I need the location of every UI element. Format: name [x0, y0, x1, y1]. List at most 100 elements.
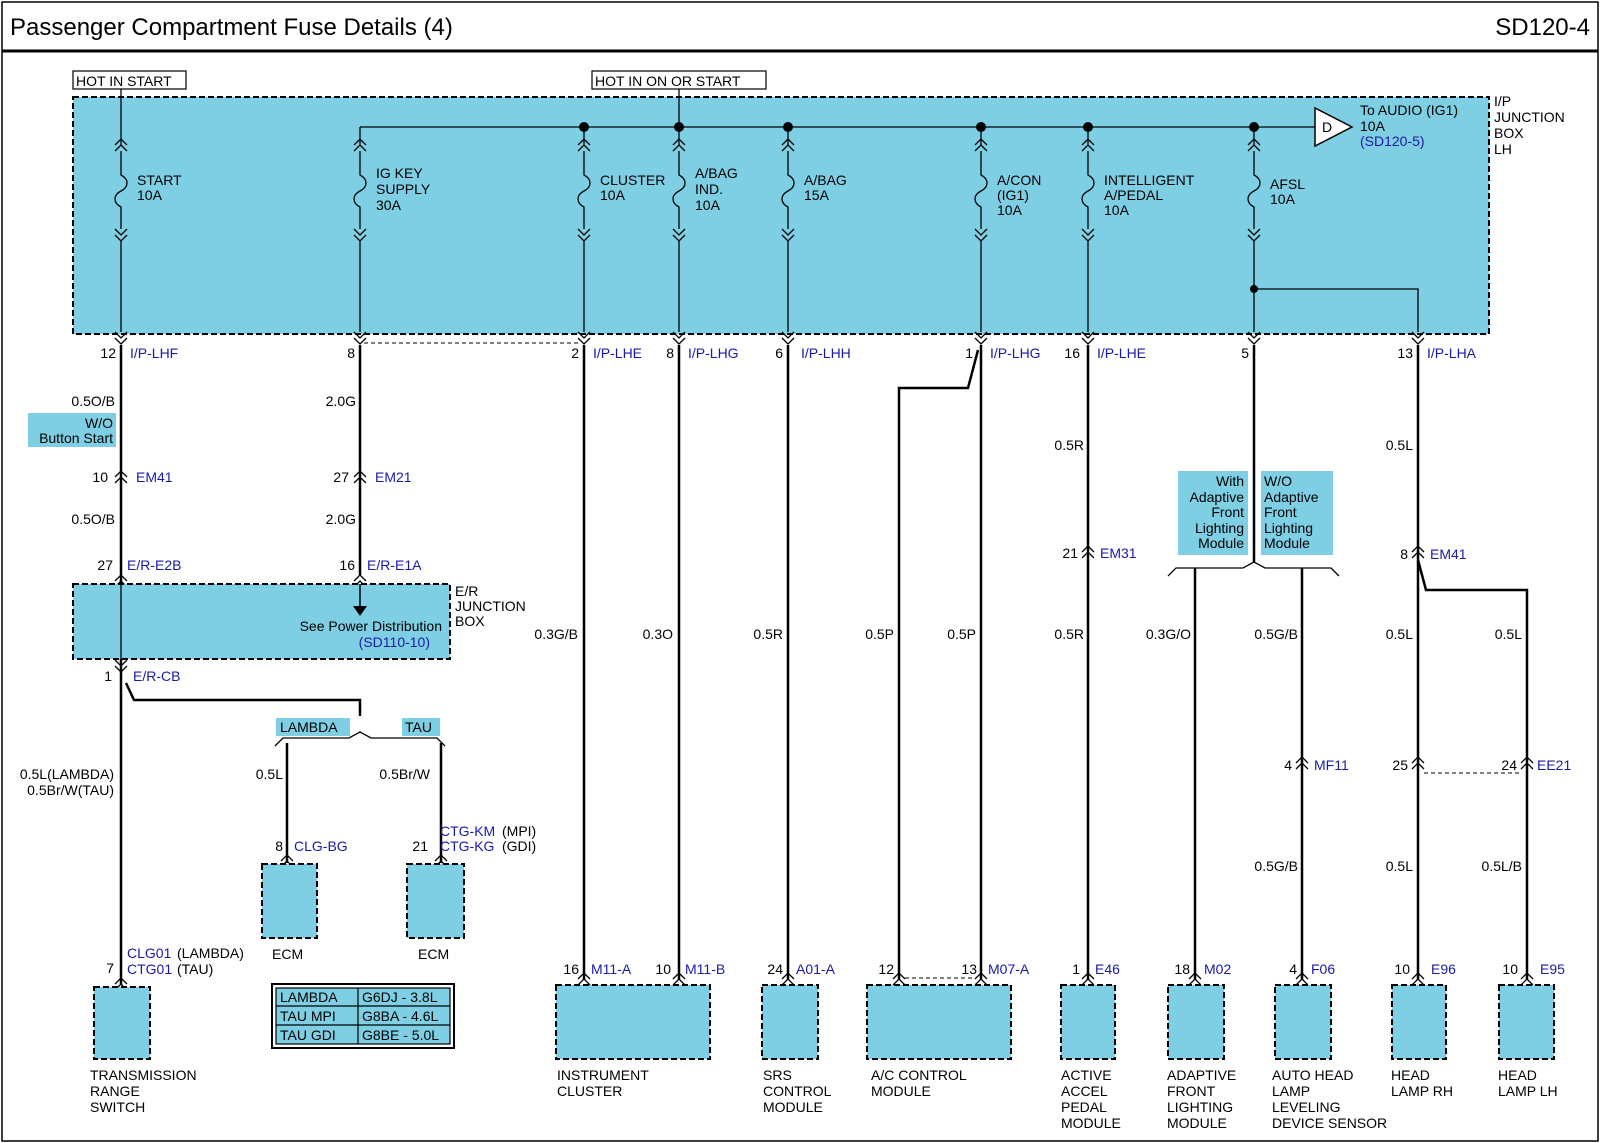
- head-lamp-rh: [1391, 984, 1447, 1060]
- svg-text:CTG-KM: CTG-KM: [440, 823, 495, 839]
- audio-ref-link[interactable]: (SD120-5): [1360, 133, 1425, 149]
- hot-on-start-label: HOT IN ON OR START: [595, 73, 741, 89]
- svg-text:To AUDIO (IG1): To AUDIO (IG1): [1360, 102, 1458, 118]
- svg-text:6: 6: [775, 345, 783, 361]
- hot-start-box: [72, 70, 187, 90]
- svg-text:E96: E96: [1431, 961, 1456, 977]
- svg-text:CTG01: CTG01: [127, 961, 172, 977]
- svg-text:0.5P: 0.5P: [947, 626, 976, 642]
- svg-text:12: 12: [878, 961, 894, 977]
- svg-text:LAMBDA: LAMBDA: [280, 719, 338, 735]
- svg-text:F06: F06: [1311, 961, 1335, 977]
- svg-text:E/R-E1A: E/R-E1A: [367, 557, 422, 573]
- transmission-range-switch: [93, 986, 151, 1060]
- svg-text:CLG01: CLG01: [127, 945, 172, 961]
- svg-text:Button Start: Button Start: [39, 430, 113, 446]
- svg-text:I/P-LHA: I/P-LHA: [1427, 345, 1477, 361]
- engine-table-cell: LAMBDA: [280, 989, 338, 1005]
- svg-text:LH: LH: [1494, 141, 1512, 157]
- ac-control-module: [866, 984, 1012, 1060]
- svg-text:E/R-E2B: E/R-E2B: [127, 557, 181, 573]
- svg-text:AFSL: AFSL: [1270, 176, 1305, 192]
- svg-text:25: 25: [1392, 757, 1408, 773]
- svg-text:EM41: EM41: [136, 469, 173, 485]
- svg-text:10: 10: [1394, 961, 1410, 977]
- engine-table-cell: G8BE - 5.0L: [362, 1027, 439, 1043]
- svg-text:10: 10: [92, 469, 108, 485]
- option-lambda: LAMBDA: [276, 718, 350, 736]
- ecm-lambda: [261, 863, 318, 939]
- svg-text:SRS: SRS: [763, 1067, 792, 1083]
- svg-text:A/BAG: A/BAG: [804, 172, 847, 188]
- svg-text:10: 10: [655, 961, 671, 977]
- svg-text:A/C CONTROL: A/C CONTROL: [871, 1067, 967, 1083]
- svg-text:PEDAL: PEDAL: [1061, 1099, 1107, 1115]
- svg-text:0.5L: 0.5L: [1386, 437, 1413, 453]
- svg-text:0.5L/B: 0.5L/B: [1482, 858, 1522, 874]
- er-box-ref-link[interactable]: (SD110-10): [359, 634, 430, 650]
- svg-text:CLG-BG: CLG-BG: [294, 838, 348, 854]
- svg-text:18: 18: [1174, 961, 1190, 977]
- svg-text:2.0G: 2.0G: [326, 393, 356, 409]
- wires: [119, 345, 1529, 985]
- svg-text:0.5L: 0.5L: [1386, 858, 1413, 874]
- svg-text:INSTRUMENT: INSTRUMENT: [557, 1067, 649, 1083]
- svg-text:I/P: I/P: [1494, 93, 1511, 109]
- option-wo-afls: W/O Adaptive Front Lighting Module: [1261, 471, 1333, 555]
- svg-text:Adaptive: Adaptive: [1190, 489, 1245, 505]
- svg-text:BOX: BOX: [455, 613, 485, 629]
- ip-junction-box: [72, 96, 1490, 335]
- svg-text:10A: 10A: [600, 187, 626, 203]
- instrument-cluster: [555, 984, 711, 1060]
- svg-text:MF11: MF11: [1314, 757, 1349, 773]
- engine-table: LAMBDA G6DJ - 3.8L TAU MPI G8BA - 4.6L T…: [271, 983, 455, 1049]
- svg-text:4: 4: [1289, 961, 1297, 977]
- svg-text:0.5Br/W: 0.5Br/W: [379, 766, 430, 782]
- svg-text:8: 8: [347, 345, 355, 361]
- svg-text:LAMP RH: LAMP RH: [1391, 1083, 1453, 1099]
- svg-text:ACTIVE: ACTIVE: [1061, 1067, 1112, 1083]
- svg-text:A01-A: A01-A: [796, 961, 836, 977]
- svg-text:START: START: [137, 172, 182, 188]
- svg-text:0.5R: 0.5R: [1054, 626, 1084, 642]
- svg-text:10A: 10A: [1360, 118, 1386, 134]
- option-wo-button-start: W/O Button Start: [28, 413, 116, 447]
- svg-text:CTG-KG: CTG-KG: [440, 838, 494, 854]
- svg-text:24: 24: [767, 961, 783, 977]
- hot-start-label: HOT IN START: [76, 73, 172, 89]
- svg-text:ECM: ECM: [418, 946, 449, 962]
- page-title: Passenger Compartment Fuse Details (4): [10, 14, 453, 41]
- svg-text:FRONT: FRONT: [1167, 1083, 1216, 1099]
- svg-text:10: 10: [1502, 961, 1518, 977]
- svg-text:A/CON: A/CON: [997, 172, 1041, 188]
- engine-table-cell: TAU MPI: [280, 1008, 336, 1024]
- svg-text:Front: Front: [1264, 504, 1297, 520]
- svg-text:0.5R: 0.5R: [753, 626, 783, 642]
- svg-text:10A: 10A: [137, 187, 163, 203]
- adaptive-front-lighting-module: [1167, 984, 1225, 1060]
- svg-text:I/P-LHE: I/P-LHE: [593, 345, 642, 361]
- svg-text:2.0G: 2.0G: [326, 511, 356, 527]
- svg-text:10A: 10A: [695, 197, 721, 213]
- svg-text:EM41: EM41: [1430, 546, 1467, 562]
- svg-text:0.5Br/W(TAU): 0.5Br/W(TAU): [27, 782, 114, 798]
- engine-table-cell: G8BA - 4.6L: [362, 1008, 438, 1024]
- svg-text:0.5L(LAMBDA): 0.5L(LAMBDA): [20, 766, 114, 782]
- svg-text:HEAD: HEAD: [1391, 1067, 1430, 1083]
- svg-text:0.5L: 0.5L: [256, 766, 283, 782]
- svg-text:ACCEL: ACCEL: [1061, 1083, 1108, 1099]
- page-code: SD120-4: [1495, 14, 1590, 41]
- svg-text:10A: 10A: [1270, 191, 1296, 207]
- svg-text:CLUSTER: CLUSTER: [557, 1083, 622, 1099]
- audio-ref-triangle: [1314, 106, 1354, 148]
- svg-text:(TAU): (TAU): [177, 961, 213, 977]
- er-box-note: See Power Distribution (SD110-10): [300, 618, 442, 650]
- svg-text:JUNCTION: JUNCTION: [455, 598, 526, 614]
- svg-text:A/BAG: A/BAG: [695, 165, 738, 181]
- svg-text:CONTROL: CONTROL: [763, 1083, 832, 1099]
- component-names: TRANSMISSION RANGE SWITCH ECM ECM INSTRU…: [90, 946, 1558, 1131]
- svg-text:MODULE: MODULE: [763, 1099, 823, 1115]
- svg-text:AUTO HEAD: AUTO HEAD: [1272, 1067, 1353, 1083]
